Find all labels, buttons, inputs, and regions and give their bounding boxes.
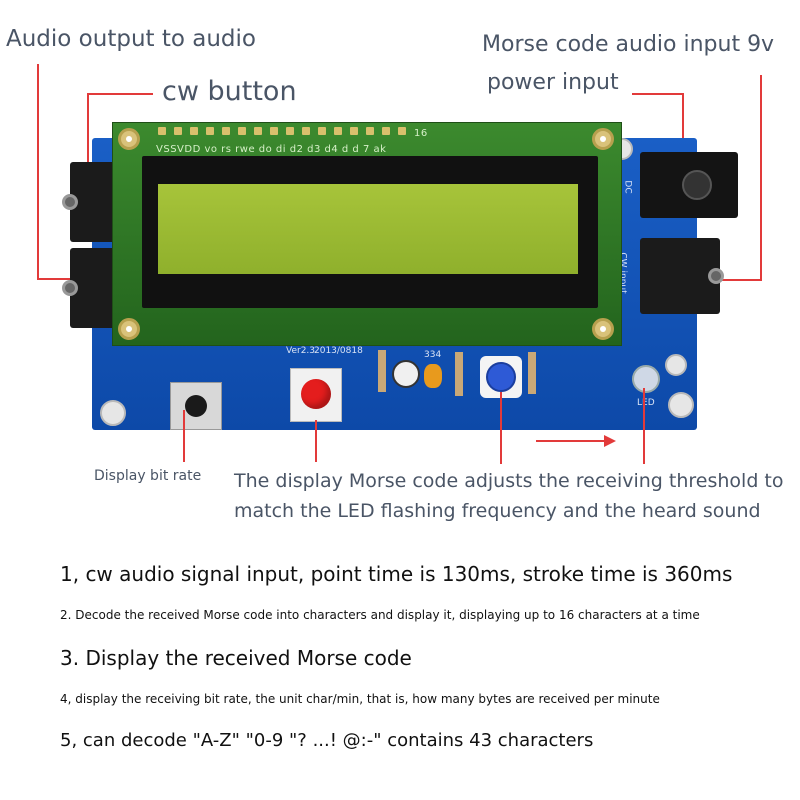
lcd-mount-bottom-left <box>118 318 140 340</box>
cw-button[interactable] <box>290 368 342 422</box>
arrow-head-icon <box>604 435 616 447</box>
audio-input-jack[interactable] <box>62 248 120 328</box>
resistor <box>378 350 386 392</box>
lcd-pin-labels: VSSVDD vo rs rwe do di d2 d3 d4 d d 7 ak <box>156 144 387 155</box>
audio-output-jack[interactable] <box>62 162 120 242</box>
power-silk: DC <box>622 180 633 194</box>
cw-button-line-h <box>87 93 153 95</box>
potentiometer-line <box>500 392 502 464</box>
led-line <box>643 388 645 464</box>
feature-item-1: 1, cw audio signal input, point time is … <box>60 562 733 586</box>
jack-socket-icon <box>708 268 724 284</box>
cw-button-callout: cw button <box>162 76 297 107</box>
indicator-led <box>632 365 660 393</box>
jack-socket-icon <box>62 280 78 296</box>
lcd-pin-count: 16 <box>414 128 428 139</box>
ceramic-capacitor <box>424 364 442 388</box>
capacitor-code: 334 <box>424 350 442 360</box>
resistor <box>455 352 463 396</box>
audio-output-line-v <box>37 64 39 280</box>
threshold-callout-line2: match the LED flashing frequency and the… <box>234 500 761 522</box>
board-date: 2013/0818 <box>314 346 363 356</box>
lcd-mount-bottom-right <box>592 318 614 340</box>
transistor <box>392 360 420 388</box>
morse-input-callout: Morse code audio input 9v <box>482 32 775 57</box>
feature-item-2: 2. Decode the received Morse code into c… <box>60 608 700 622</box>
lcd-header-pins <box>158 127 408 137</box>
feature-item-5: 5, can decode "A-Z" "0-9 "? ...! @:-" co… <box>60 730 594 751</box>
mount-hole-right <box>665 354 687 376</box>
lcd-screen <box>158 184 578 274</box>
button-cap-icon <box>185 395 207 417</box>
lcd-mount-top-right <box>592 128 614 150</box>
power-line-v <box>682 93 684 181</box>
led-silk-label: LED <box>637 398 655 408</box>
red-button-cap-icon <box>301 379 331 409</box>
mount-hole-bottom-right <box>668 392 694 418</box>
morse-input-line-v <box>760 75 762 281</box>
audio-output-callout: Audio output to audio <box>6 26 256 52</box>
arrow-shaft <box>536 440 606 442</box>
morse-input-line-h <box>722 279 762 281</box>
audio-output-line-h <box>37 278 75 280</box>
power-socket-icon <box>682 170 712 200</box>
power-input-callout: power input <box>487 70 619 95</box>
mount-hole-bottom-left <box>100 400 126 426</box>
feature-item-3: 3. Display the received Morse code <box>60 646 412 670</box>
power-line-h <box>632 93 684 95</box>
resistor <box>528 352 536 394</box>
threshold-callout-line1: The display Morse code adjusts the recei… <box>234 470 784 492</box>
threshold-potentiometer[interactable] <box>480 356 522 398</box>
cw-button-line-v <box>87 93 89 189</box>
bit-rate-line <box>183 410 185 462</box>
bit-rate-callout: Display bit rate <box>94 468 202 484</box>
bit-rate-button[interactable] <box>170 382 222 430</box>
dc-power-jack[interactable] <box>640 152 738 218</box>
cw-button-down-line <box>315 420 317 462</box>
feature-item-4: 4, display the receiving bit rate, the u… <box>60 692 660 706</box>
jack-socket-icon <box>62 194 78 210</box>
lcd-mount-top-left <box>118 128 140 150</box>
cw-input-jack[interactable] <box>640 238 724 314</box>
board-version: Ver2.3 <box>286 346 316 356</box>
knob-icon <box>486 362 516 392</box>
